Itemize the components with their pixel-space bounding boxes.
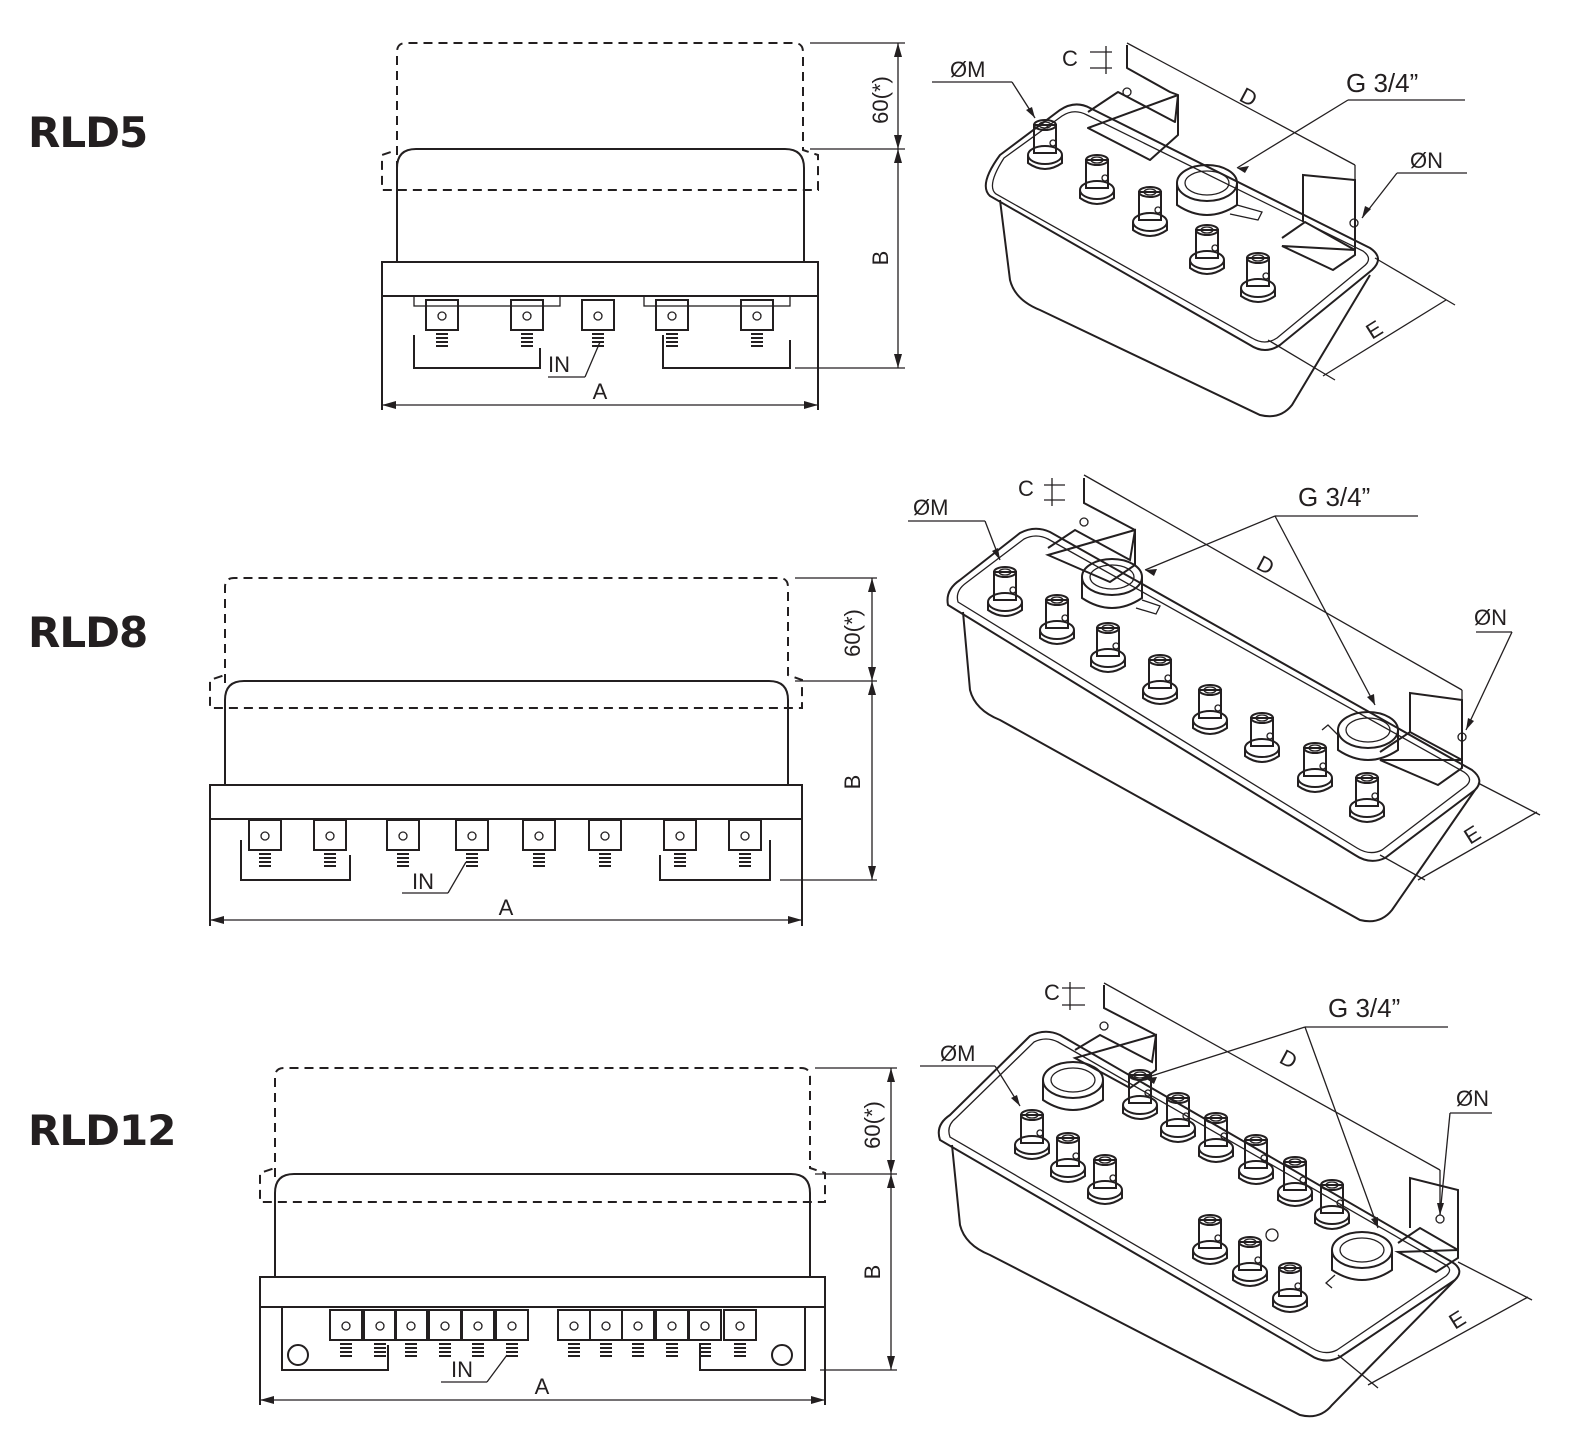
rld12-label-m: ØM xyxy=(940,1041,975,1066)
front-connector xyxy=(621,1309,655,1357)
isometric-fitting xyxy=(1238,1134,1274,1185)
isometric-fitting xyxy=(1014,1109,1050,1160)
front-connector xyxy=(522,819,556,867)
isometric-fitting xyxy=(1272,1262,1308,1313)
isometric-fitting xyxy=(987,566,1023,617)
rld5-label-in: IN xyxy=(548,352,570,377)
front-connector xyxy=(386,819,420,867)
front-connector xyxy=(688,1309,722,1357)
rld12-label-n: ØN xyxy=(1456,1086,1489,1111)
rld8-label-m: ØM xyxy=(913,495,948,520)
isometric-fitting xyxy=(1240,252,1276,303)
isometric-fitting xyxy=(1349,772,1385,823)
front-connector xyxy=(510,299,544,347)
front-connector xyxy=(663,819,697,867)
front-connector xyxy=(495,1309,529,1357)
rld12-dim-60: 60(*) xyxy=(860,1101,885,1149)
rld12-label-e: E xyxy=(1444,1305,1470,1334)
rld8-isometric-view: ØM G 3/4” ØN D C E xyxy=(908,474,1541,923)
front-connector xyxy=(588,819,622,867)
isometric-fitting xyxy=(1142,654,1178,705)
front-connector xyxy=(581,299,615,347)
rld8-label-e: E xyxy=(1459,820,1485,849)
front-connector xyxy=(589,1309,623,1357)
rld8-dim-b: B xyxy=(840,775,865,790)
isometric-fitting xyxy=(1189,224,1225,275)
rld8-label-c: C xyxy=(1018,476,1034,501)
rld5-label-e: E xyxy=(1361,315,1387,344)
rld5-dim-60: 60(*) xyxy=(868,76,893,124)
front-connector xyxy=(655,299,689,347)
isometric-fitting xyxy=(1122,1069,1158,1120)
rld5-label-m: ØM xyxy=(950,57,985,82)
rld12-dim-b: B xyxy=(860,1265,885,1280)
isometric-fitting xyxy=(1192,684,1228,735)
rld5-dim-b: B xyxy=(868,251,893,266)
front-connector xyxy=(740,299,774,347)
front-connector xyxy=(394,1309,428,1357)
rld8-label-in: IN xyxy=(412,869,434,894)
rld8-label-n: ØN xyxy=(1474,605,1507,630)
isometric-fitting xyxy=(1027,119,1063,170)
front-connector xyxy=(428,1309,462,1357)
rld5-label-d: D xyxy=(1236,82,1262,112)
front-connector xyxy=(425,299,459,347)
front-connector xyxy=(313,819,347,867)
model-title-rld5: RLD5 xyxy=(28,108,148,157)
rld12-label-c: C xyxy=(1044,980,1060,1005)
rld5-label-g: G 3/4” xyxy=(1346,68,1418,98)
front-connector xyxy=(455,819,489,867)
rld5-label-n: ØN xyxy=(1410,148,1443,173)
front-connector xyxy=(363,1309,397,1357)
isometric-fitting xyxy=(1079,154,1115,205)
rld12-front-view: A IN 60(*) B xyxy=(259,1067,897,1405)
rld8-front-view: A IN 60(*) B xyxy=(209,577,877,926)
front-connector xyxy=(461,1309,495,1357)
rld12-label-d: D xyxy=(1276,1044,1302,1074)
front-connector xyxy=(655,1309,689,1357)
rld8-dim-60: 60(*) xyxy=(840,609,865,657)
rld12-isometric-view: ØM G 3/4” ØN D C E xyxy=(920,980,1533,1418)
front-connector xyxy=(557,1309,591,1357)
isometric-fitting xyxy=(1050,1132,1086,1183)
isometric-fitting xyxy=(1039,594,1075,645)
rld5-front-view: A IN 60(*) B xyxy=(381,42,905,410)
front-connector xyxy=(723,1309,757,1357)
isometric-fitting xyxy=(1277,1156,1313,1207)
model-title-rld12: RLD12 xyxy=(28,1106,176,1155)
isometric-fitting xyxy=(1087,1154,1123,1205)
rld8-label-d: D xyxy=(1253,550,1279,580)
rld12-label-g: G 3/4” xyxy=(1328,993,1400,1023)
isometric-fitting xyxy=(1090,622,1126,673)
rld12-label-in: IN xyxy=(451,1357,473,1382)
front-connector xyxy=(248,819,282,867)
model-title-rld8: RLD8 xyxy=(28,608,148,657)
rld5-isometric-view: ØM G 3/4” ØN D C E xyxy=(932,42,1467,418)
rld8-dim-a: A xyxy=(499,895,514,920)
isometric-fitting xyxy=(1198,1112,1234,1163)
rld12-dim-a: A xyxy=(535,1374,550,1399)
front-connector xyxy=(329,1309,363,1357)
isometric-fitting xyxy=(1297,742,1333,793)
isometric-fitting xyxy=(1192,1214,1228,1265)
rld5-dim-a: A xyxy=(593,379,608,404)
front-connector xyxy=(728,819,762,867)
isometric-fitting xyxy=(1244,712,1280,763)
isometric-fitting xyxy=(1132,186,1168,237)
isometric-fitting xyxy=(1232,1236,1268,1287)
isometric-fitting xyxy=(1160,1092,1196,1143)
rld5-label-c: C xyxy=(1062,46,1078,71)
rld8-label-g: G 3/4” xyxy=(1298,482,1370,512)
isometric-fitting xyxy=(1314,1179,1350,1230)
